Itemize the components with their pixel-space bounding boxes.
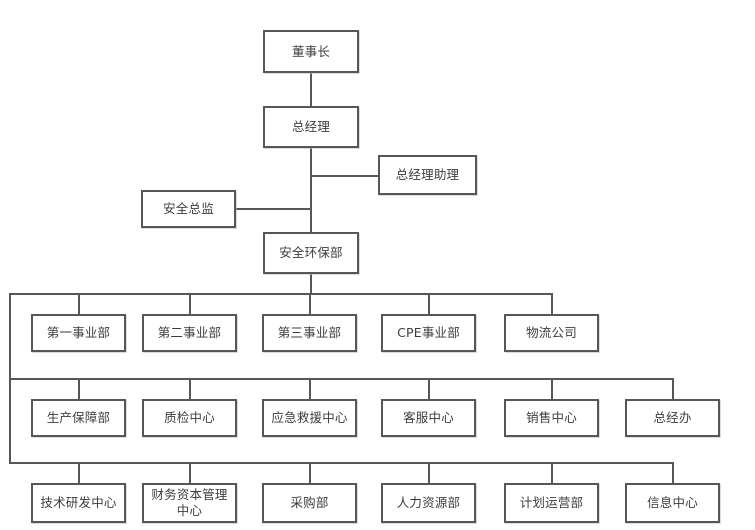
org-node-production-support[interactable]: 生产保障部 bbox=[31, 399, 126, 437]
org-node-emergency-rescue[interactable]: 应急救援中心 bbox=[262, 399, 357, 437]
org-node-label: 技术研发中心 bbox=[40, 495, 117, 511]
org-node-gm-assistant[interactable]: 总经理助理 bbox=[378, 155, 477, 195]
org-node-label: 人力资源部 bbox=[396, 495, 461, 511]
org-node-information-center[interactable]: 信息中心 bbox=[625, 483, 720, 523]
drop-production-support bbox=[78, 378, 80, 399]
org-node-label: 第一事业部 bbox=[46, 325, 111, 341]
org-node-label: 销售中心 bbox=[526, 410, 577, 426]
org-node-label: 总经办 bbox=[653, 410, 692, 426]
org-node-planning-operations[interactable]: 计划运营部 bbox=[504, 483, 599, 523]
bus-level-5 bbox=[9, 293, 553, 295]
org-node-label: 董事长 bbox=[291, 43, 331, 59]
org-node-label: 第二事业部 bbox=[157, 325, 222, 341]
org-node-label: CPE事业部 bbox=[397, 325, 460, 341]
org-node-hr-dept[interactable]: 人力资源部 bbox=[381, 483, 476, 523]
drop-procurement-dept bbox=[309, 462, 311, 483]
org-node-division-1[interactable]: 第一事业部 bbox=[31, 314, 126, 352]
org-node-label: 信息中心 bbox=[647, 495, 698, 511]
drop-hr-dept bbox=[428, 462, 430, 483]
org-node-division-cpe[interactable]: CPE事业部 bbox=[381, 314, 476, 352]
org-node-label: 安全环保部 bbox=[279, 245, 343, 261]
org-node-label: 计划运营部 bbox=[519, 495, 584, 511]
org-node-procurement-dept[interactable]: 采购部 bbox=[262, 483, 357, 523]
org-node-gm-office[interactable]: 总经办 bbox=[625, 399, 720, 437]
drop-division-1 bbox=[78, 293, 80, 314]
org-node-logistics-company[interactable]: 物流公司 bbox=[504, 314, 599, 352]
drop-planning-operations bbox=[551, 462, 553, 483]
connector-safety-env-to-bus bbox=[310, 274, 312, 295]
drop-logistics-company bbox=[551, 293, 553, 314]
drop-sales-center bbox=[551, 378, 553, 399]
org-node-label: 总经理 bbox=[291, 119, 331, 135]
org-node-sales-center[interactable]: 销售中心 bbox=[504, 399, 599, 437]
org-node-quality-inspection[interactable]: 质检中心 bbox=[142, 399, 237, 437]
org-node-label: 客服中心 bbox=[403, 410, 454, 426]
drop-division-cpe bbox=[428, 293, 430, 314]
org-node-label: 应急救援中心 bbox=[271, 410, 348, 426]
drop-gm-office bbox=[672, 378, 674, 399]
bus-level-6 bbox=[9, 378, 674, 380]
drop-finance-capital-mgmt bbox=[189, 462, 191, 483]
org-node-tech-rd-center[interactable]: 技术研发中心 bbox=[31, 483, 126, 523]
connector-trunk-to-gm-assistant bbox=[310, 175, 378, 177]
drop-emergency-rescue bbox=[309, 378, 311, 399]
org-node-label: 财务资本管理中心 bbox=[151, 487, 228, 518]
org-node-label: 安全总监 bbox=[163, 201, 214, 217]
bus-level-7 bbox=[9, 462, 674, 464]
org-node-label: 总经理助理 bbox=[395, 167, 460, 183]
org-node-division-2[interactable]: 第二事业部 bbox=[142, 314, 237, 352]
org-node-label: 第三事业部 bbox=[277, 325, 342, 341]
drop-division-3 bbox=[309, 293, 311, 314]
org-node-general-manager[interactable]: 总经理 bbox=[263, 106, 359, 148]
connector-trunk-to-safety-director bbox=[236, 208, 312, 210]
drop-division-2 bbox=[189, 293, 191, 314]
connector-chairman-to-gm bbox=[310, 73, 312, 106]
connector-gm-trunk bbox=[310, 148, 312, 232]
org-node-chairman[interactable]: 董事长 bbox=[263, 30, 359, 73]
org-node-label: 物流公司 bbox=[526, 325, 577, 341]
org-node-safety-director[interactable]: 安全总监 bbox=[141, 190, 236, 228]
drop-customer-service bbox=[428, 378, 430, 399]
org-node-label: 质检中心 bbox=[164, 410, 215, 426]
org-node-customer-service[interactable]: 客服中心 bbox=[381, 399, 476, 437]
org-node-finance-capital-mgmt[interactable]: 财务资本管理中心 bbox=[142, 483, 237, 523]
drop-quality-inspection bbox=[189, 378, 191, 399]
org-node-label: 生产保障部 bbox=[46, 410, 111, 426]
drop-information-center bbox=[672, 462, 674, 483]
org-node-label: 采购部 bbox=[290, 495, 329, 511]
org-node-division-3[interactable]: 第三事业部 bbox=[262, 314, 357, 352]
drop-tech-rd-center bbox=[78, 462, 80, 483]
org-node-safety-env-dept[interactable]: 安全环保部 bbox=[263, 232, 359, 274]
